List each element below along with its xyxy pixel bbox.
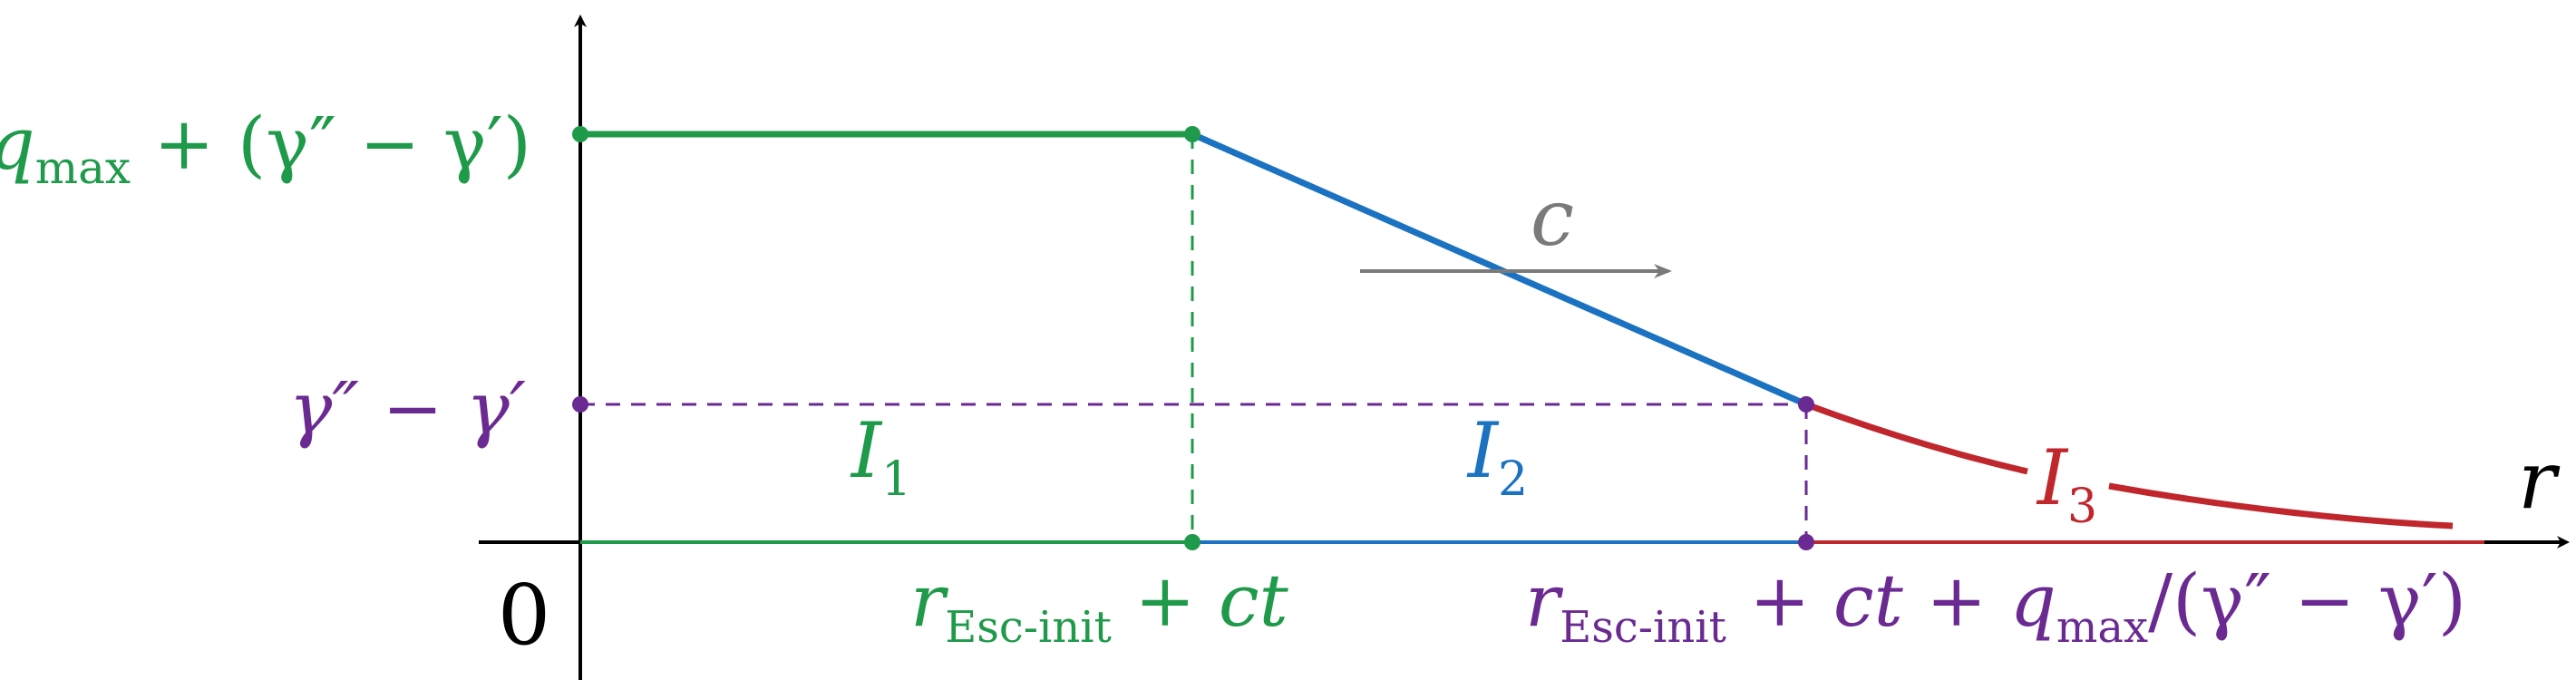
- point-axis-1: [1184, 534, 1201, 550]
- top-level-label: qmax + (γ″ − γ′): [0, 102, 531, 194]
- region-label-i1: I1: [850, 406, 911, 507]
- region-label-i3: I3: [2036, 433, 2097, 534]
- x-mark-label-1: rEsc-init + ct: [910, 559, 1289, 653]
- point-top-left: [572, 126, 588, 142]
- origin-label: 0: [498, 567, 551, 664]
- mid-level-label: γ″ − γ′: [288, 366, 526, 451]
- r-axis-label: r: [2518, 433, 2561, 527]
- point-top-break: [1184, 126, 1201, 142]
- x-mark-label-2: rEsc-init + ct + qmax/(γ″ − γ′): [1525, 559, 2466, 653]
- c-arrow-label: c: [1531, 173, 1574, 264]
- profile-tail-red-right: [2108, 482, 2454, 529]
- point-axis-2: [1798, 534, 1814, 550]
- profile-tail-red-left: [1804, 401, 2028, 475]
- region-label-i2: I2: [1466, 406, 1528, 507]
- point-mid-left: [572, 396, 588, 413]
- point-mid-break: [1798, 396, 1814, 413]
